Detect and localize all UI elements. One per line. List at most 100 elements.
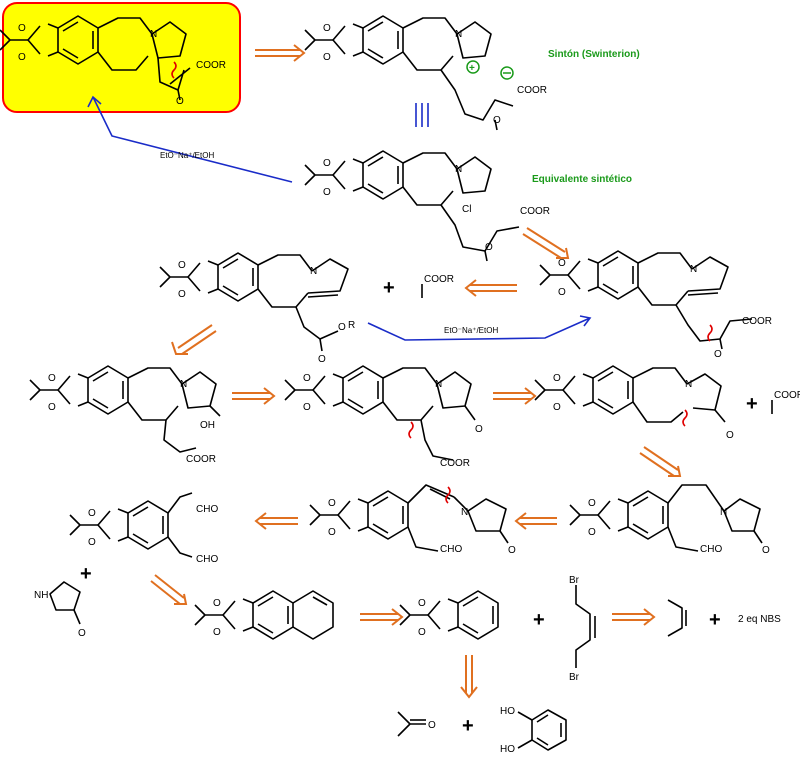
cooR-label: COOR [520,206,550,217]
cooR-label: COOR [517,85,547,96]
atom-cl: Cl [462,204,471,215]
synthon-label: Sintón (Swinterion) [548,49,640,60]
enamine-aldehyde-molecule [309,484,509,552]
hydroxyl-label: HO [500,744,515,755]
atom-o: O [418,627,426,638]
retro-arrow [493,387,537,405]
aldehyde-label: CHO [440,544,462,555]
synthon-molecule [304,15,514,131]
butadiene-molecule [667,599,687,637]
retro-arrow [254,512,298,530]
cooR-label: COOR [774,390,800,401]
atom-o: O [475,424,483,435]
atom-o: O [213,598,221,609]
dihydronaphthalene-molecule [194,590,334,640]
atom-n: N [435,379,442,390]
aldehyde-label: CHO [700,544,722,555]
plus-sign: + [746,393,758,415]
bromine-label: Br [569,575,580,586]
atom-o: O [714,349,722,360]
retro-arrow [464,279,517,297]
enamine-ester-molecule [159,252,349,352]
atom-n: N [150,29,157,40]
plus-sign: + [462,715,474,737]
plus-sign: + [533,609,545,631]
atom-n: N [690,264,697,275]
pyrrolidinone-molecule [49,581,81,625]
retro-arrow [514,512,557,530]
cooR-label: COOR [440,458,470,469]
reagent-label: EtO⁻Na⁺/EtOH [444,326,498,335]
atom-o: O [18,52,26,63]
atom-o: O [178,289,186,300]
acetone-molecule [397,711,426,737]
plus-sign: + [709,609,721,631]
keto-amine-molecule [284,365,476,461]
forward-arrow [87,95,293,183]
hydroxyl-label: HO [500,706,515,717]
atom-n: N [455,29,462,40]
synthetic-equivalent-label: Equivalente sintético [532,174,632,185]
cooR-label: COOR [196,60,226,71]
atom-o: O [558,258,566,269]
benzodioxole-molecule [399,590,499,640]
atom-n: N [720,507,727,518]
atom-o: O [485,242,493,253]
bromine-label: Br [569,672,580,683]
atom-o: O [323,158,331,169]
atom-o: O [328,527,336,538]
retro-arrow [255,44,306,62]
atom-o: O [553,402,561,413]
atom-n: N [310,266,317,277]
aldehyde-label: CHO [196,554,218,565]
retro-arrow [232,387,276,405]
retro-arrow [360,608,404,626]
dialdehyde-molecule [69,492,193,558]
hydroxy-amine-molecule [29,365,221,453]
atom-o: O [558,287,566,298]
cation-marker [466,60,480,74]
macrocycle-molecule [534,365,726,427]
atom-o: O [553,373,561,384]
atom-n: N [180,379,187,390]
forward-arrow [367,315,592,341]
atom-o: O [323,23,331,34]
equivalence-sign [415,103,429,127]
plus-sign: + [383,277,395,299]
atom-o: O [762,545,770,556]
plus-sign: + [80,563,92,585]
atom-o: O [303,373,311,384]
atom-o: O [178,260,186,271]
atom-o: O [323,187,331,198]
atom-o: O [48,402,56,413]
atom-o: O [338,322,346,333]
atom-o: O [18,23,26,34]
retro-arrow [639,446,682,477]
amine-label: NH [34,590,48,601]
atom-o: O [428,720,436,731]
atom-o: O [213,627,221,638]
atom-o: O [48,373,56,384]
retro-arrow [150,574,188,605]
catechol-molecule [517,709,567,751]
dibromobutene-molecule [575,585,596,668]
enamine-ketoester-molecule [539,250,753,350]
atom-o: O [588,498,596,509]
target-molecule [0,15,191,101]
atom-o: O [493,115,501,126]
cooR-label: COOR [424,274,454,285]
atom-o: O [323,52,331,63]
retro-arrow [460,655,478,699]
hydroxyl-label: OH [200,420,215,431]
atom-o: O [588,527,596,538]
target-highlight-box [2,2,241,113]
atom-o: O [508,545,516,556]
retro-arrow [522,227,570,259]
atom-o: O [318,354,326,365]
plus-charge: + [469,63,475,74]
atom-o: O [303,402,311,413]
anion-marker [500,66,514,80]
atom-o: O [176,96,184,107]
synthetic-equivalent-molecule [304,150,520,262]
